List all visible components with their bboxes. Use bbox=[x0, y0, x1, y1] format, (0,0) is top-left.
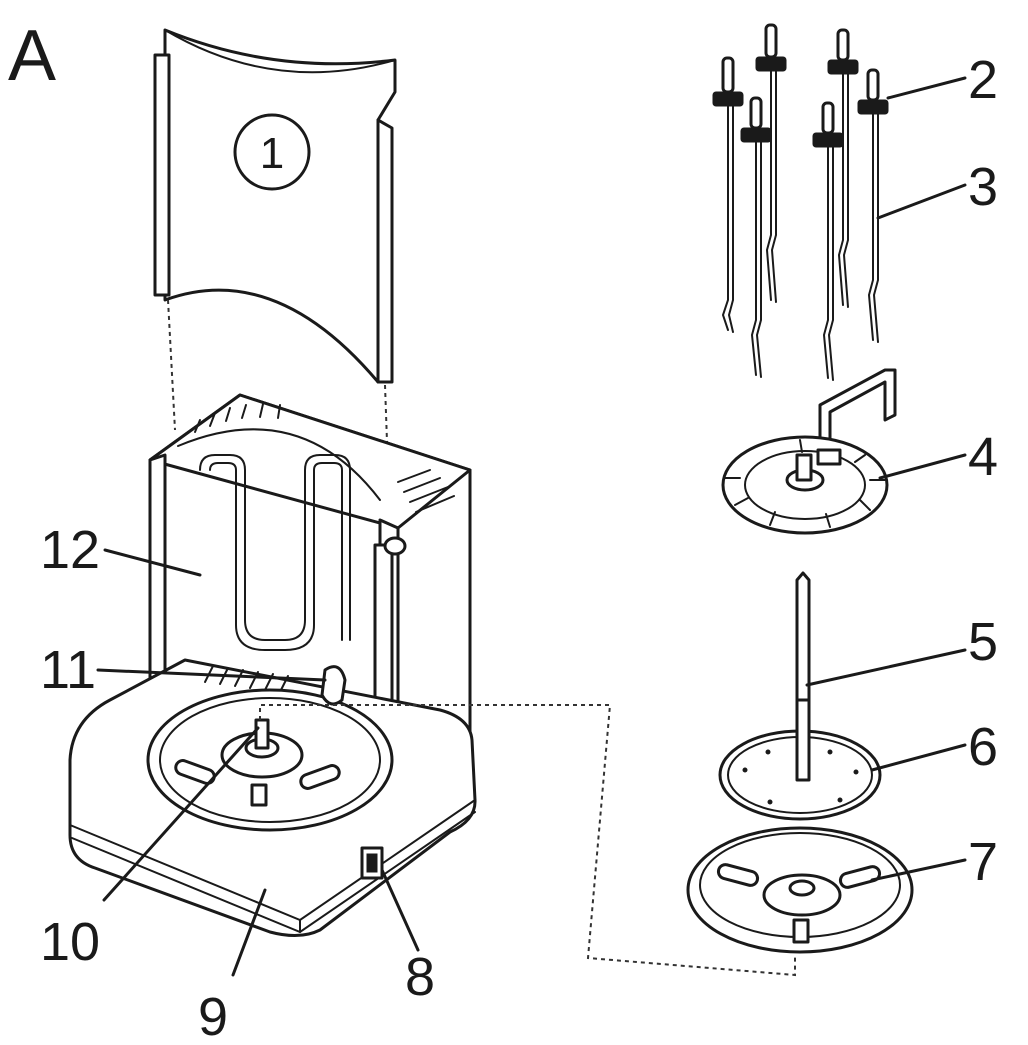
label-2: 2 bbox=[968, 50, 998, 110]
leader-9 bbox=[231, 888, 267, 977]
guide-line-cover-right bbox=[384, 384, 389, 471]
leader-10 bbox=[102, 726, 260, 902]
drip-tray-part-7 bbox=[686, 826, 914, 954]
main-unit-housing bbox=[68, 393, 477, 937]
leader-12 bbox=[103, 548, 202, 577]
label-7: 7 bbox=[968, 832, 998, 892]
leader-4 bbox=[878, 453, 967, 480]
label-9: 9 bbox=[198, 987, 228, 1045]
callout-number-1: 1 bbox=[260, 129, 284, 178]
gear-disk-part-4 bbox=[721, 368, 897, 535]
label-8: 8 bbox=[405, 947, 435, 1007]
label-11: 11 bbox=[40, 640, 96, 700]
label-6: 6 bbox=[968, 717, 998, 777]
label-10: 10 bbox=[40, 912, 100, 972]
center-spit-plate-parts-5-6 bbox=[718, 571, 882, 821]
leader-11 bbox=[96, 668, 327, 682]
guide-line-cover-left bbox=[167, 299, 176, 431]
leader-2 bbox=[886, 76, 967, 100]
leader-3 bbox=[876, 183, 967, 220]
label-3: 3 bbox=[968, 157, 998, 217]
label-12: 12 bbox=[40, 520, 100, 580]
label-4: 4 bbox=[968, 427, 998, 487]
panel-letter: A bbox=[8, 16, 56, 96]
callout-circle-1 bbox=[233, 113, 311, 191]
leader-5 bbox=[805, 648, 967, 687]
top-vent-slots bbox=[194, 403, 455, 513]
leader-7 bbox=[870, 858, 967, 882]
leader-8 bbox=[380, 868, 420, 952]
label-5: 5 bbox=[968, 612, 998, 672]
cover-shield-part-1 bbox=[153, 28, 397, 384]
skewers-parts-2-3 bbox=[712, 23, 889, 381]
leader-6 bbox=[870, 743, 967, 772]
guide-line-turntable bbox=[259, 704, 796, 977]
